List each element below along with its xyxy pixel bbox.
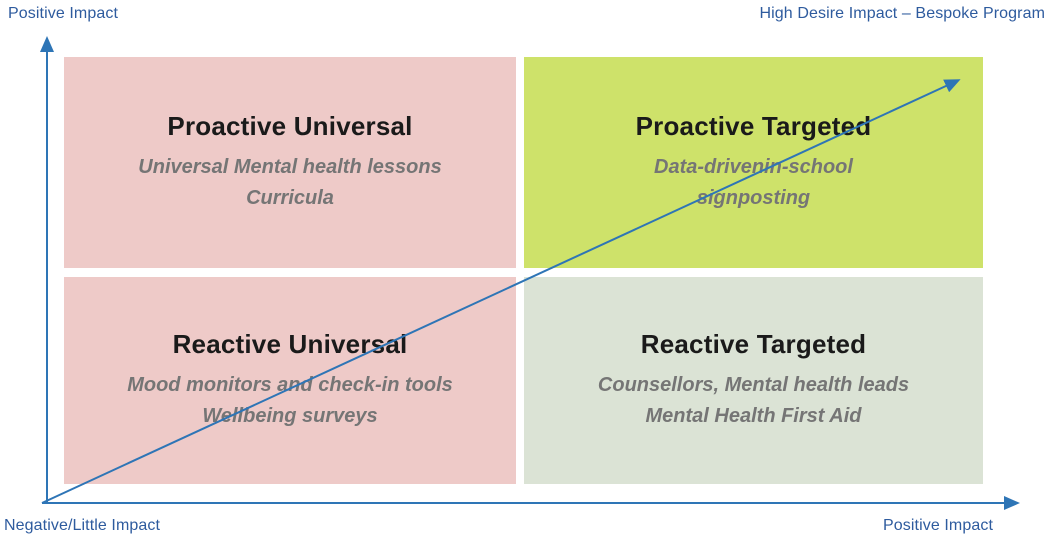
quadrant-grid: Proactive Universal Universal Mental hea… (64, 57, 983, 484)
quadrant-subtitle-line: signposting (696, 187, 811, 209)
quadrant-reactive-targeted: Reactive Targeted Counsellors, Mental he… (524, 277, 983, 484)
quadrant-subtitle-line: Mood monitors and check-in tools (127, 374, 453, 396)
quadrant-title: Reactive Universal (172, 329, 408, 359)
quadrant-subtitle-line: Data-drivenin-school (654, 156, 853, 178)
quadrant-proactive-targeted: Proactive Targeted Data-drivenin-school … (524, 57, 983, 268)
quadrant-subtitle-line: Universal Mental health lessons (138, 156, 442, 178)
quadrant-subtitle-line: Curricula (246, 187, 334, 209)
x-axis-label: Positive Impact (883, 517, 993, 534)
origin-label: Negative/Little Impact (4, 517, 161, 534)
quadrant-subtitle-line: Mental Health First Aid (645, 405, 862, 427)
quadrant-subtitle-line: Counsellors, Mental health leads (597, 374, 910, 396)
quadrant-title: Proactive Targeted (635, 111, 872, 141)
y-axis-label: Positive Impact (8, 5, 118, 22)
quadrant-subtitle-line: Wellbeing surveys (202, 405, 378, 427)
quadrant-reactive-universal: Reactive Universal Mood monitors and che… (64, 277, 516, 484)
quadrant-proactive-universal: Proactive Universal Universal Mental hea… (64, 57, 516, 268)
quadrant-title: Proactive Universal (167, 111, 413, 141)
quadrant-title: Reactive Targeted (640, 329, 867, 359)
diagonal-arrow-label: High Desire Impact – Bespoke Program (759, 5, 1045, 22)
